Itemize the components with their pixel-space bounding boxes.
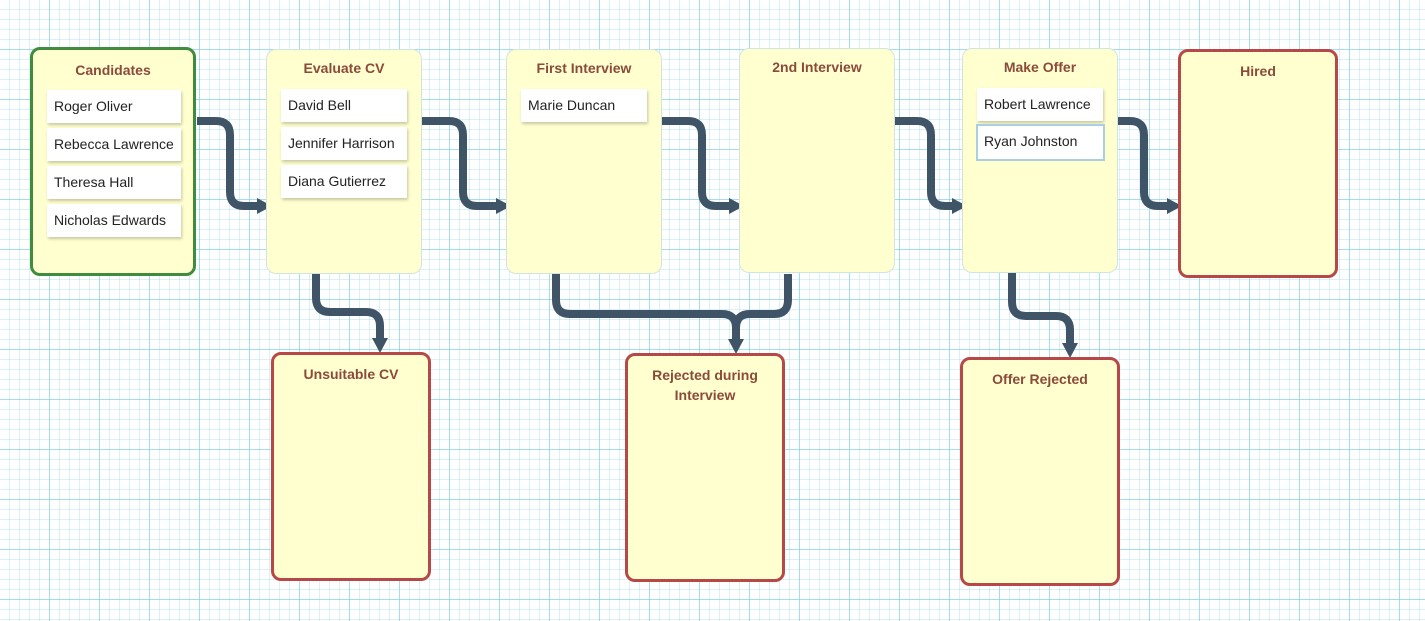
candidate-card[interactable]: Rebecca Lawrence [47, 128, 181, 161]
connector-second-interview-to-rejected [732, 274, 792, 342]
lane-hired[interactable]: Hired [1178, 49, 1338, 278]
lane-title: Offer Rejected [992, 371, 1088, 387]
arrowhead-offer-rejected [1062, 343, 1078, 358]
candidate-card[interactable]: Nicholas Edwards [47, 204, 181, 237]
lane-title: Evaluate CV [303, 60, 385, 76]
candidate-card[interactable]: David Bell [281, 89, 407, 122]
arrowhead-second-interview [729, 198, 744, 214]
connector-make-offer-to-hired [1118, 117, 1170, 210]
lane-offer-rejected[interactable]: Offer Rejected [960, 357, 1120, 586]
lane-evaluate-cv[interactable]: Evaluate CV David Bell Jennifer Harrison… [266, 49, 422, 274]
connector-make-offer-to-offer-rejected [1008, 272, 1074, 346]
connector-first-interview-to-rejected [552, 274, 740, 342]
connector-evaluate-to-first-interview [422, 117, 499, 210]
candidate-card[interactable]: Jennifer Harrison [281, 127, 407, 160]
lane-rejected-during-interview[interactable]: Rejected during Interview [625, 353, 785, 582]
lane-title: Candidates [75, 62, 151, 78]
connector-evaluate-to-unsuitable [312, 274, 384, 341]
connector-candidates-to-evaluate [197, 117, 260, 210]
candidate-card[interactable]: Robert Lawrence [977, 88, 1103, 121]
lane-unsuitable-cv[interactable]: Unsuitable CV [271, 352, 431, 581]
candidate-card-selected[interactable]: Ryan Johnston [976, 124, 1105, 161]
lane-title: Make Offer [1003, 59, 1077, 75]
arrowhead-unsuitable [372, 338, 388, 353]
arrowhead-evaluate [257, 198, 272, 214]
connector-first-to-second-interview [662, 117, 732, 210]
candidate-card[interactable]: Roger Oliver [47, 90, 181, 123]
arrowhead-first-interview [496, 198, 511, 214]
lane-title: First Interview [536, 60, 632, 76]
lane-make-offer[interactable]: Make Offer Robert Lawrence Ryan Johnston [962, 48, 1118, 273]
arrowhead-hired [1167, 198, 1182, 214]
candidate-card[interactable]: Marie Duncan [521, 89, 647, 122]
lane-first-interview[interactable]: First Interview Marie Duncan [506, 49, 662, 274]
lane-title: Unsuitable CV [303, 366, 399, 382]
connector-second-interview-to-make-offer [895, 117, 955, 210]
candidate-card[interactable]: Diana Gutierrez [281, 165, 407, 198]
lane-title: 2nd Interview [772, 59, 862, 75]
arrowhead-rejected [728, 339, 744, 354]
lane-candidates[interactable]: Candidates Roger Oliver Rebecca Lawrence… [30, 47, 196, 276]
candidate-card[interactable]: Theresa Hall [47, 166, 181, 199]
arrowhead-make-offer [952, 198, 967, 214]
lane-title: Hired [1240, 63, 1276, 79]
lane-title: Rejected during Interview [652, 367, 758, 403]
lane-second-interview[interactable]: 2nd Interview [739, 48, 895, 273]
